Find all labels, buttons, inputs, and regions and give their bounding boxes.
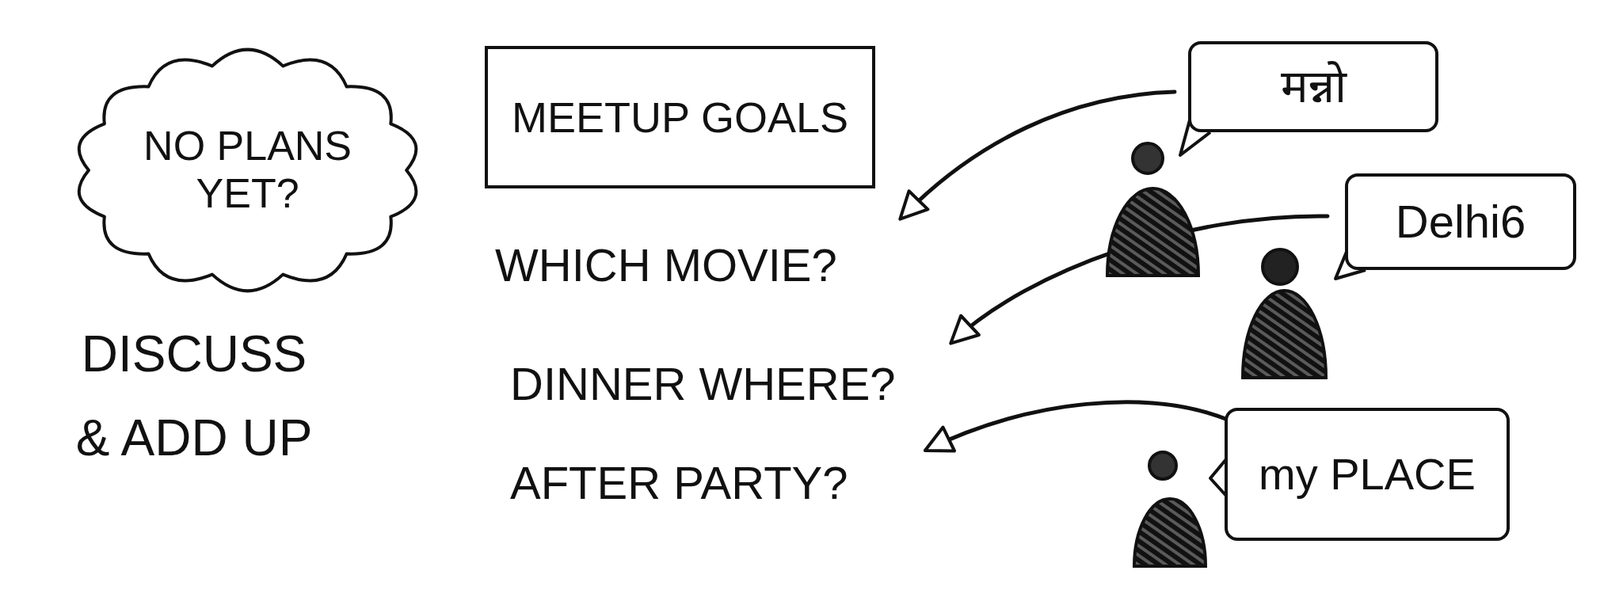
node-text: MEETUP GOALS	[511, 92, 849, 142]
person-head	[1262, 249, 1298, 285]
person-head	[1132, 143, 1163, 174]
question-text: DINNER WHERE?	[510, 356, 896, 412]
note-text: DISCUSS & ADD UP	[63, 312, 325, 480]
node-text: NO PLANS YET?	[129, 122, 367, 218]
thought-cloud: NO PLANS YET?	[72, 47, 423, 294]
pointer-arrow	[926, 402, 1228, 450]
node-text: my PLACE	[1258, 449, 1476, 500]
question-text: WHICH MOVIE?	[495, 237, 838, 294]
cloud-outline	[79, 49, 417, 292]
person-body	[1134, 499, 1206, 567]
question-text: AFTER PARTY?	[510, 455, 849, 511]
node-text: मन्नो	[1280, 60, 1347, 114]
person-head	[1149, 452, 1177, 480]
node-text: Delhi6	[1395, 195, 1526, 249]
title-box: MEETUP GOALS	[484, 45, 876, 189]
speech-bubble: my PLACE	[1224, 407, 1510, 541]
person-body	[1242, 290, 1326, 378]
bubble-tail	[1210, 459, 1227, 496]
speech-bubble: मन्नो	[1188, 41, 1439, 133]
person-body	[1107, 188, 1199, 276]
speech-bubble: Delhi6	[1344, 173, 1577, 271]
